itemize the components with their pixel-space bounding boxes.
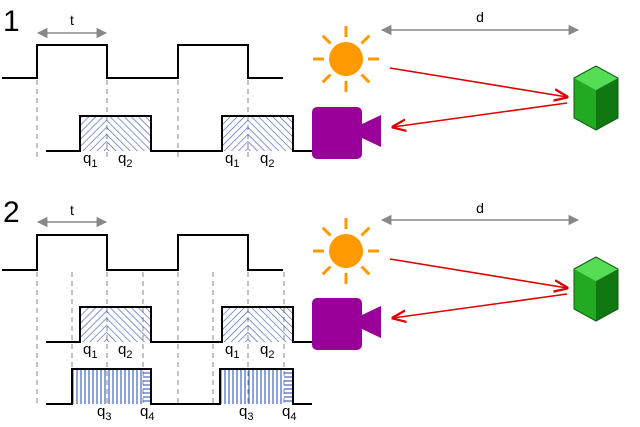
sample-q2-area bbox=[248, 116, 293, 151]
sample-q4-area bbox=[143, 369, 151, 404]
cube-icon bbox=[573, 256, 619, 322]
sample-q1-area bbox=[80, 307, 107, 342]
sample-q1-area bbox=[80, 116, 107, 151]
reflected-ray bbox=[393, 102, 568, 127]
outgoing-ray bbox=[389, 258, 567, 288]
cube-icon bbox=[573, 65, 619, 131]
pulse-width-label: t bbox=[70, 12, 74, 28]
sun-icon bbox=[313, 218, 379, 284]
sample-q2-area bbox=[107, 116, 151, 151]
sample-label: q2 bbox=[260, 341, 274, 361]
sample-label: q1 bbox=[83, 150, 97, 170]
panel-number: 2 bbox=[3, 196, 20, 229]
sample-label: q2 bbox=[260, 150, 274, 170]
sample-label: q2 bbox=[118, 150, 132, 170]
panel-number: 1 bbox=[3, 5, 20, 38]
sample-label: q2 bbox=[118, 341, 132, 361]
outgoing-ray bbox=[389, 67, 567, 97]
camera-icon bbox=[312, 298, 381, 350]
emitted-pulse bbox=[2, 234, 283, 271]
sample-label: q1 bbox=[83, 341, 97, 361]
sample-label: q4 bbox=[140, 403, 154, 423]
sample-q1-area bbox=[222, 307, 248, 342]
sample-label: q4 bbox=[282, 403, 296, 423]
sample-label: q3 bbox=[97, 403, 111, 423]
distance-label: d bbox=[476, 200, 484, 216]
sample-q1-area bbox=[222, 116, 248, 151]
pulse-width-label: t bbox=[70, 202, 74, 218]
panel-2: 2 t q1 q2 q1 q2 q3 q4 q3 bbox=[2, 196, 619, 423]
received-pulse-row2 bbox=[46, 368, 312, 405]
sample-label: q3 bbox=[239, 403, 253, 423]
camera-icon bbox=[312, 107, 381, 159]
sample-label: q1 bbox=[225, 150, 239, 170]
reflected-ray bbox=[393, 293, 568, 318]
distance-label: d bbox=[476, 9, 484, 25]
sample-label: q1 bbox=[225, 341, 239, 361]
sample-q3-area bbox=[220, 369, 284, 404]
sample-q4-area bbox=[284, 369, 293, 404]
emitted-pulse bbox=[2, 44, 283, 79]
sample-q2-area bbox=[248, 307, 293, 342]
panel-1: 1 t q1 q2 q1 q2 d bbox=[2, 5, 619, 170]
sun-icon bbox=[313, 26, 379, 92]
received-pulse bbox=[46, 115, 312, 152]
sample-q2-area bbox=[107, 307, 151, 342]
received-pulse bbox=[46, 306, 312, 343]
sample-q3-area bbox=[72, 369, 143, 404]
